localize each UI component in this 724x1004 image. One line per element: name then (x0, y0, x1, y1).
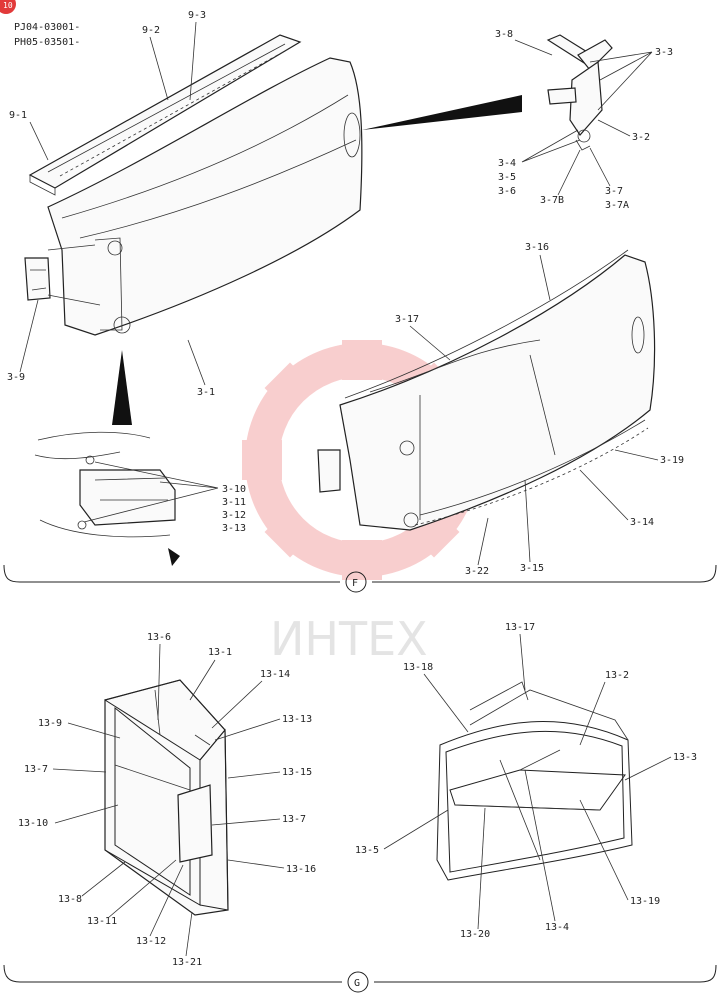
detail-pointer-down (112, 350, 132, 425)
callouts-section-g: 13-6 13-1 13-14 13-9 13-13 13-7 13-15 13… (18, 622, 697, 968)
callouts-section-f: 9-1 9-2 9-3 3-9 3-1 3-8 3-3 3-2 3-4 3-5 … (7, 10, 684, 577)
section-f-divider: F (3, 564, 717, 593)
callout-3-22: 3-22 (465, 566, 489, 577)
callout-3-12: 3-12 (222, 510, 246, 521)
callout-3-7a: 3-7A (605, 200, 629, 211)
callout-9-3: 9-3 (188, 10, 206, 21)
callout-13-5: 13-5 (355, 845, 379, 856)
watermark-text: ИНТЕХ (270, 612, 428, 666)
callout-13-11: 13-11 (87, 916, 117, 927)
callout-3-7b: 3-7B (540, 195, 564, 206)
callout-13-6: 13-6 (147, 632, 171, 643)
callout-13-21: 13-21 (172, 957, 202, 968)
callout-3-1: 3-1 (197, 387, 215, 398)
callout-9-2: 9-2 (142, 25, 160, 36)
callout-3-17: 3-17 (395, 314, 419, 325)
callout-13-7-right: 13-7 (282, 814, 306, 825)
callout-13-20: 13-20 (460, 929, 490, 940)
callout-13-9: 13-9 (38, 718, 62, 729)
callout-13-7-left: 13-7 (24, 764, 48, 775)
callout-13-3: 13-3 (673, 752, 697, 763)
callout-13-14: 13-14 (260, 669, 290, 680)
section-g-divider: G (3, 964, 717, 993)
callout-13-16: 13-16 (286, 864, 316, 875)
callout-9-1: 9-1 (9, 110, 27, 121)
part-mount-bracket-detail (34, 431, 180, 566)
callout-13-19: 13-19 (630, 896, 660, 907)
part-trim-strip (28, 34, 302, 196)
callout-3-16: 3-16 (525, 242, 549, 253)
callout-3-5: 3-5 (498, 172, 516, 183)
callout-3-11: 3-11 (222, 497, 246, 508)
callout-3-19: 3-19 (660, 455, 684, 466)
callout-3-7: 3-7 (605, 186, 623, 197)
callout-13-12: 13-12 (136, 936, 166, 947)
callout-3-3: 3-3 (655, 47, 673, 58)
callout-13-2: 13-2 (605, 670, 629, 681)
model-number-2: PH05-03501- (14, 37, 80, 48)
model-number-1: PJ04-03001- (14, 22, 80, 33)
callout-13-8: 13-8 (58, 894, 82, 905)
direction-arrow-icon (168, 548, 180, 566)
callout-3-13: 3-13 (222, 523, 246, 534)
callout-3-2: 3-2 (632, 132, 650, 143)
part-hood-assembly (317, 249, 656, 531)
part-hinge-assembly (546, 34, 613, 151)
part-frame-right (436, 681, 633, 881)
page-corner-badge: 10 (0, 0, 16, 14)
callout-13-1: 13-1 (208, 647, 232, 658)
callout-13-4: 13-4 (545, 922, 569, 933)
callout-13-10: 13-10 (18, 818, 48, 829)
callout-13-15: 13-15 (282, 767, 312, 778)
callout-3-9: 3-9 (7, 372, 25, 383)
part-frame-left (104, 679, 229, 916)
corner-badge-text: 10 (3, 1, 13, 10)
part-latch-bracket (24, 244, 101, 306)
callout-3-15: 3-15 (520, 563, 544, 574)
detail-pointer-right (362, 95, 522, 130)
callout-3-14: 3-14 (630, 517, 654, 528)
callout-13-18: 13-18 (403, 662, 433, 673)
callout-13-13: 13-13 (282, 714, 312, 725)
callout-13-17: 13-17 (505, 622, 535, 633)
callout-3-4: 3-4 (498, 158, 516, 169)
callout-3-10: 3-10 (222, 484, 246, 495)
part-hood-cover (47, 57, 363, 336)
callout-3-6: 3-6 (498, 186, 516, 197)
callout-3-8: 3-8 (495, 29, 513, 40)
section-label-f: F (352, 578, 358, 589)
section-label-g: G (354, 978, 360, 989)
